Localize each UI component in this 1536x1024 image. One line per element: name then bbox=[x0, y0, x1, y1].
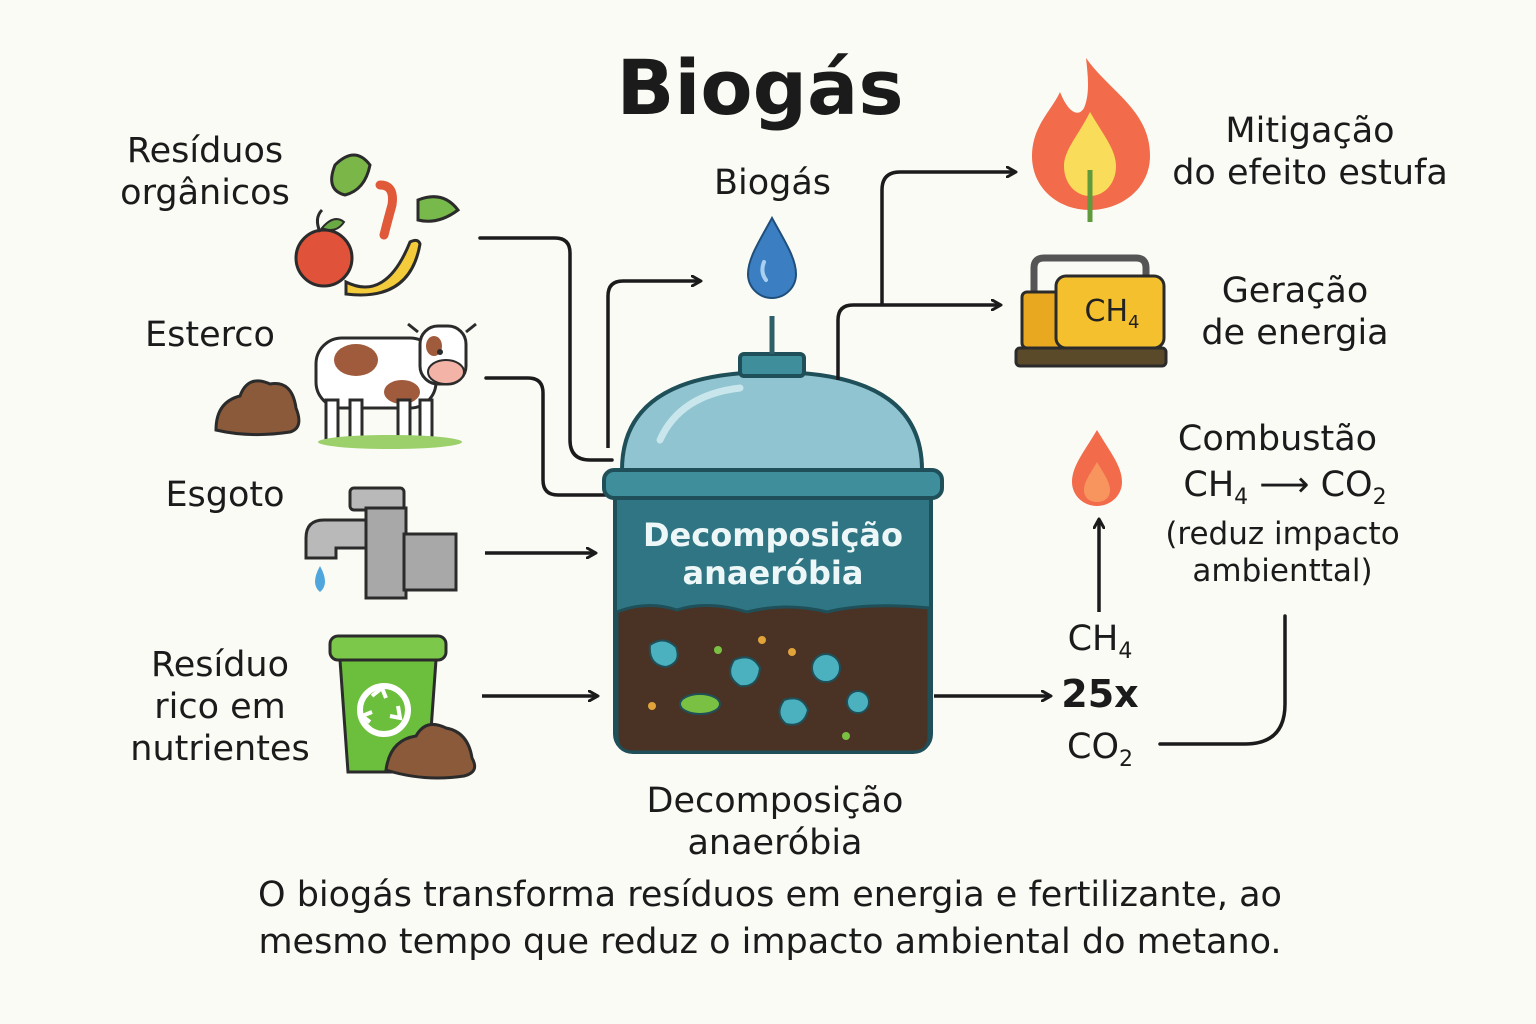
small-flame-icon bbox=[1072, 430, 1122, 506]
combustion-title: Combustão bbox=[1177, 419, 1378, 459]
comparison-ch4: CH4 bbox=[1067, 619, 1133, 664]
microbe-5 bbox=[679, 693, 721, 715]
recycle-bin-icon bbox=[328, 634, 477, 780]
comparison-co2: CO2 bbox=[1067, 727, 1133, 772]
faucet-icon bbox=[304, 486, 458, 600]
digester-tank bbox=[602, 316, 944, 754]
combustion-note: (reduz impacto ambienttal) bbox=[1165, 516, 1400, 590]
generator-icon bbox=[1014, 254, 1168, 368]
microbe-2 bbox=[729, 656, 762, 688]
biogas-drop-icon bbox=[746, 215, 798, 299]
microbe-6 bbox=[846, 690, 870, 714]
nutrient-waste-label: Resíduo rico em nutrientes bbox=[130, 645, 310, 769]
microbe-4 bbox=[778, 697, 810, 726]
manure-pile-icon bbox=[214, 379, 301, 437]
microbe-3 bbox=[811, 653, 841, 683]
digester-below-label: Decomposição anaeróbia bbox=[646, 781, 904, 863]
digester-inside-label: Decomposição anaeróbia bbox=[642, 516, 903, 593]
combustion-reaction: CH4 ⟶ CO2 bbox=[1183, 465, 1387, 510]
caption: O biogás transforma resíduos em energia … bbox=[258, 875, 1282, 963]
page-title: Biogás bbox=[616, 43, 904, 132]
flame-icon bbox=[1032, 58, 1150, 222]
microbe-1 bbox=[648, 639, 679, 669]
generator-ch4-label: CH4 bbox=[1084, 294, 1140, 333]
manure-label: Esterco bbox=[145, 315, 275, 355]
organic-waste-icon bbox=[294, 153, 461, 297]
biogas-label: Biogás bbox=[713, 163, 832, 203]
cow-icon bbox=[314, 322, 477, 449]
organic-waste-label: Resíduos orgânicos bbox=[120, 131, 290, 213]
mitigation-label: Mitigação do efeito estufa bbox=[1172, 111, 1448, 193]
comparison-factor: 25x bbox=[1061, 672, 1139, 716]
sewage-label: Esgoto bbox=[165, 475, 285, 515]
energy-label: Geração de energia bbox=[1201, 271, 1389, 353]
